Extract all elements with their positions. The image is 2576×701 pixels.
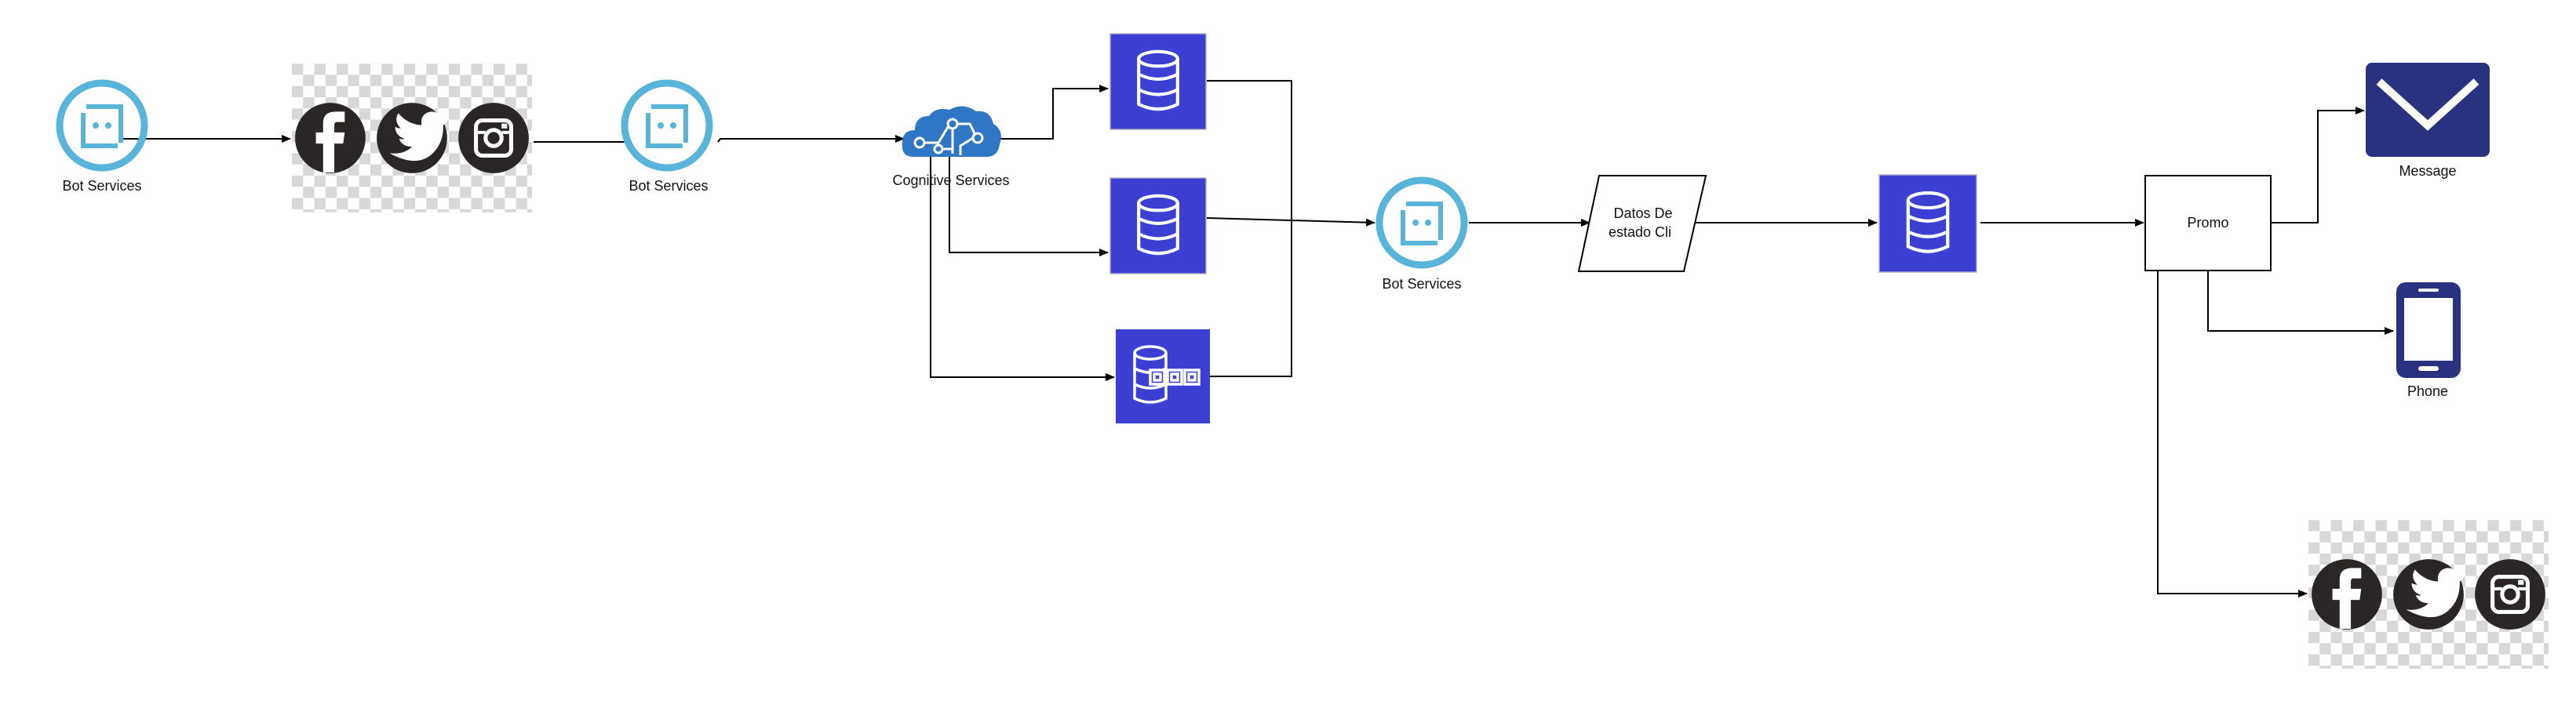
database-icon[interactable] xyxy=(1878,174,1977,273)
message-node[interactable]: Message xyxy=(2366,63,2490,179)
message-label: Message xyxy=(2399,163,2456,179)
bot-services-label: Bot Services xyxy=(1382,276,1461,292)
edge-cognitive-db2 xyxy=(949,155,1109,256)
social-group-2[interactable] xyxy=(2308,520,2549,669)
bot-services-icon xyxy=(625,83,709,168)
bot-services-node-1[interactable]: Bot Services xyxy=(60,83,144,194)
datos-estado-node[interactable]: Datos De estado Cli xyxy=(1577,175,1707,272)
bot-services-node-3[interactable]: Bot Services xyxy=(1379,180,1464,292)
phone-node[interactable]: Phone xyxy=(2396,282,2461,399)
cognitive-services-label: Cognitive Services xyxy=(892,173,1009,188)
datos-label-line2: estado Cli xyxy=(1609,224,1671,240)
edge-promo-social2 xyxy=(2157,271,2308,597)
cognitive-services-node[interactable]: Cognitive Services xyxy=(892,106,1010,188)
social-icons xyxy=(292,64,532,212)
database-icon[interactable] xyxy=(1109,33,1207,130)
connectors xyxy=(122,80,2394,597)
edge-db1-merge xyxy=(1207,80,1292,377)
datos-label-line1: Datos De xyxy=(1613,205,1672,221)
database-icon[interactable] xyxy=(1109,177,1207,274)
bot-services-label: Bot Services xyxy=(62,178,141,194)
bot-services-icon xyxy=(1379,180,1464,265)
edge-promo-phone xyxy=(2207,271,2394,335)
social-group-1[interactable] xyxy=(292,64,532,212)
edge-bot2-cognitive xyxy=(717,135,905,143)
promo-node[interactable]: Promo xyxy=(2144,175,2272,271)
phone-icon xyxy=(2396,282,2461,378)
edge-cognitive-db1 xyxy=(998,85,1109,140)
promo-label: Promo xyxy=(2187,215,2228,231)
bot-services-icon xyxy=(60,83,144,168)
edge-db2-bot3 xyxy=(1206,217,1375,227)
envelope-icon xyxy=(2366,63,2490,157)
edge-promo-message xyxy=(2271,107,2365,223)
brain-cloud-icon xyxy=(902,106,1001,157)
bot-services-node-2[interactable]: Bot Services xyxy=(625,83,709,194)
bot-services-label: Bot Services xyxy=(629,178,708,194)
database-tables-icon[interactable] xyxy=(1116,329,1210,423)
edge-cognitive-db3 xyxy=(930,155,1115,381)
social-icons xyxy=(2308,520,2549,669)
phone-label: Phone xyxy=(2407,383,2448,399)
